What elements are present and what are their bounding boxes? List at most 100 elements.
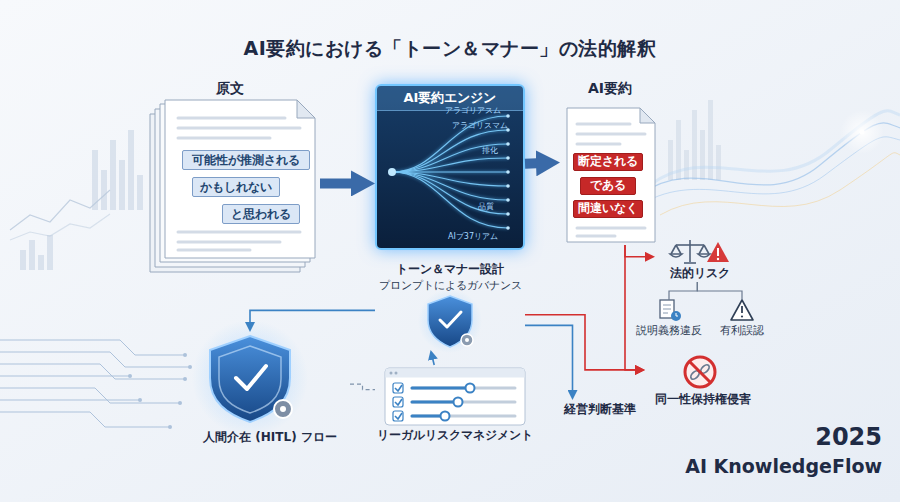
faint-bar-chart — [110, 140, 116, 210]
document-stack — [178, 231, 300, 234]
connector — [250, 310, 375, 323]
settings-panel — [385, 368, 525, 425]
governance-node: トーン＆マナー設計プロンプトによるガバナンス — [375, 262, 525, 350]
settings-panel — [395, 385, 402, 391]
risk-item: 有利誤認 — [712, 300, 772, 338]
decorative-circuit — [0, 388, 180, 403]
summary-document — [567, 108, 655, 242]
faint-line-chart — [10, 214, 110, 240]
warning-icon — [717, 248, 719, 256]
prohibited-chain-icon — [685, 357, 715, 387]
node-text: 可能性が推測される — [192, 153, 300, 167]
faint-bar-chart — [692, 110, 697, 180]
document-stack — [165, 100, 315, 258]
node-text: リーガルリスクマネジメント — [377, 429, 533, 443]
brand-label: 2025 — [815, 423, 882, 452]
decorative-circuit — [0, 412, 170, 427]
decorative-circuit — [183, 353, 187, 357]
warning-icon — [741, 315, 743, 317]
summary-document: AI要約断定されるである間違いなく — [560, 80, 660, 245]
settings-panel — [395, 413, 402, 419]
node-text: AI要約 — [588, 80, 632, 97]
connector — [320, 178, 352, 188]
decorative-waves — [660, 153, 900, 215]
decorative-circuit — [178, 401, 182, 405]
faint-bar-chart — [20, 130, 143, 270]
faint-bar-chart — [47, 235, 53, 270]
settings-panel — [412, 388, 515, 416]
settings-panel — [390, 372, 393, 375]
faint-bar-chart — [119, 160, 125, 210]
document-stack — [178, 137, 270, 140]
faint-bar-chart — [38, 255, 44, 270]
hedge-highlight: と思われる — [222, 204, 300, 224]
summary-document — [567, 108, 655, 242]
settings-panel — [395, 372, 398, 375]
faint-bar-chart — [716, 145, 721, 180]
node-text: トーン＆マナー設計 — [396, 262, 504, 276]
governance-shield — [461, 334, 473, 346]
settings-panel — [412, 387, 515, 390]
governance-shield — [418, 289, 482, 353]
decorative-waves — [860, 130, 865, 135]
document-icon — [663, 305, 671, 313]
engine-annotation: AIブ37リアム — [448, 232, 498, 242]
faint-bar-chart — [137, 175, 143, 210]
connector — [525, 325, 573, 391]
hitl-shield — [274, 400, 292, 418]
connector — [433, 359, 435, 365]
faint-bar-chart — [20, 250, 26, 270]
document-stack — [178, 241, 280, 244]
connector — [525, 315, 636, 370]
document-stack — [178, 127, 300, 130]
node-text: 断定される — [578, 155, 638, 169]
faint-bar-chart — [684, 150, 689, 180]
hitl-node: 人間介在 (HITL) フロー — [190, 332, 350, 448]
node-text: 法的リスク — [670, 266, 730, 280]
scale-icon — [698, 254, 710, 257]
hedge-highlight: かもしれない — [192, 177, 280, 197]
node-text: である — [590, 179, 626, 193]
decorative-circuit — [128, 374, 132, 378]
decorative-waves — [640, 110, 900, 215]
document-icon — [676, 313, 678, 316]
risk-item: 説明義務違反 — [636, 300, 702, 338]
connector — [697, 282, 742, 300]
settings-panel — [441, 384, 475, 421]
faint-bar-chart — [128, 130, 134, 210]
scale-icon — [699, 245, 709, 254]
governance-shield — [440, 312, 461, 327]
document-stack — [178, 117, 285, 120]
summary-document — [577, 123, 630, 126]
node-text: 説明義務違反 — [636, 324, 702, 337]
document-icon — [660, 300, 681, 321]
document-icon — [671, 311, 681, 321]
summary-document — [577, 235, 615, 238]
engine-annotation: アラゴリアスム — [445, 106, 501, 116]
hitl-shield — [192, 320, 308, 436]
connector — [625, 245, 636, 370]
prohibited-chain-icon — [690, 362, 711, 383]
hedge-highlight: 可能性が推測される — [182, 150, 310, 170]
node-text: 同一性保持権侵害 — [655, 392, 751, 406]
warning-icon — [731, 300, 753, 320]
governance-shield — [418, 289, 482, 353]
settings-panel — [385, 368, 525, 425]
brand-label: AI KnowledgeFlow — [685, 455, 882, 478]
summary-document — [577, 143, 620, 146]
settings-panel — [412, 387, 470, 390]
warning-icon — [717, 258, 719, 260]
node-text: かもしれない — [200, 180, 272, 194]
scale-icon — [670, 254, 682, 257]
decorative-circuit — [183, 377, 187, 381]
warning-icon — [731, 300, 753, 320]
connector — [625, 245, 646, 257]
settings-panel — [393, 383, 403, 393]
settings-panel — [412, 401, 458, 404]
node-text: 原文 — [216, 80, 244, 97]
settings-panel — [412, 415, 515, 418]
settings-panel — [454, 398, 463, 407]
decorative-waves — [840, 110, 884, 154]
